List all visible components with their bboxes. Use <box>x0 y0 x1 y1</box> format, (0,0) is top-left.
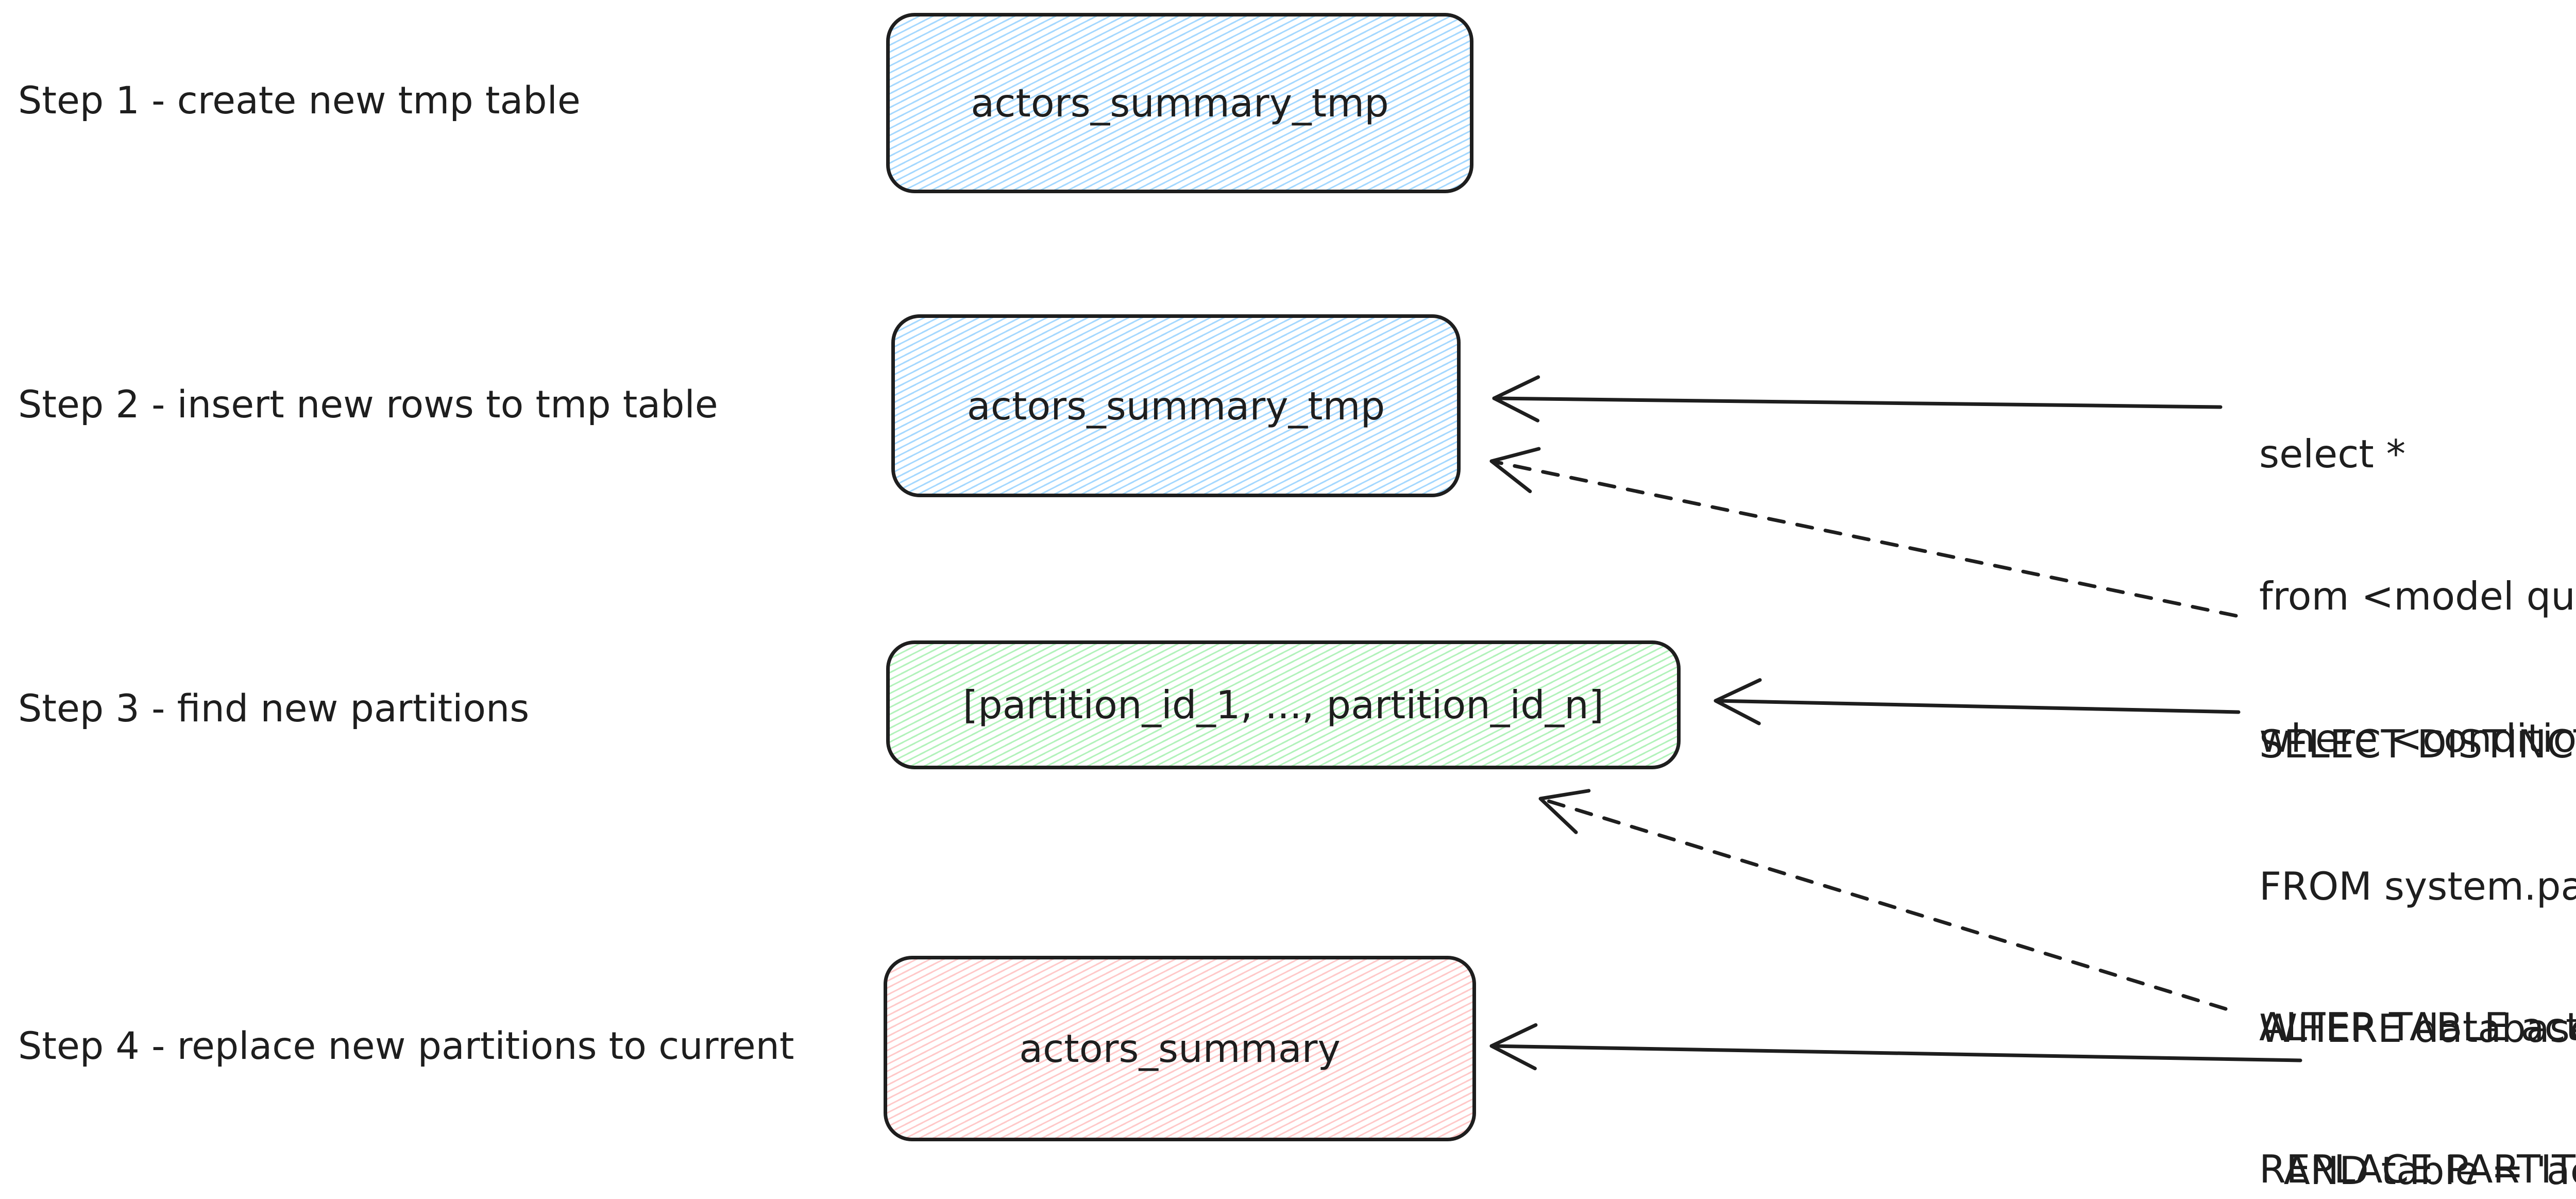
sql-line: ALTER TABLE actors_summary <box>2259 1004 2576 1050</box>
arrow-replace-sql-to-current-table <box>1489 1023 2302 1071</box>
sql-line: from <model query> <box>2259 573 2576 619</box>
sql-replace-query: ALTER TABLE actors_summary REPLACE PARTI… <box>2259 908 2576 1199</box>
step-3-label: Step 3 - find new partitions <box>18 687 530 731</box>
node-tmp-table-step2: actors_summary_tmp <box>891 314 1461 497</box>
sql-line: WHERE database = <database> <box>2259 1006 2576 1051</box>
sql-line: where <condition to identify new> <box>2259 716 2576 761</box>
node-partitions-list-label: [partition_id_1, ..., partition_id_n] <box>962 682 1604 728</box>
arrow-partitions-sql-to-tmp-table <box>1489 447 2238 618</box>
sql-line: select * <box>2259 431 2406 477</box>
step-4-label: Step 4 - replace new partitions to curre… <box>18 1024 794 1068</box>
arrow-insert-sql-to-tmp-table <box>1492 375 2223 423</box>
node-current-table: actors_summary <box>884 956 1476 1141</box>
node-current-table-label: actors_summary <box>1019 1026 1341 1071</box>
sql-line: REPLACE PARTITION partition_id_1 <box>2259 1146 2576 1192</box>
step-2-label: Step 2 - insert new rows to tmp table <box>18 383 718 427</box>
step-1-label: Step 1 - create new tmp table <box>18 79 581 123</box>
sql-line: AND table = 'actors_summary_tmp' <box>2283 1148 2576 1193</box>
node-tmp-table-step1-label: actors_summary_tmp <box>971 80 1389 126</box>
sql-partitions-query: SELECT DISTINCT partition_id FROM system… <box>2259 626 2576 1199</box>
node-tmp-table-step1: actors_summary_tmp <box>886 13 1473 193</box>
sql-line: FROM system.parts <box>2259 864 2576 909</box>
node-partitions-list: [partition_id_1, ..., partition_id_n] <box>886 640 1681 769</box>
sql-line: SELECT DISTINCT partition_id <box>2259 721 2576 767</box>
sql-insert-query: select * from <model query> where <condi… <box>2259 335 2576 857</box>
node-tmp-table-step2-label: actors_summary_tmp <box>967 383 1385 429</box>
arrow-replace-sql-to-partitions-list <box>1538 789 2228 1011</box>
arrow-partitions-sql-to-partitions-list <box>1714 678 2241 725</box>
